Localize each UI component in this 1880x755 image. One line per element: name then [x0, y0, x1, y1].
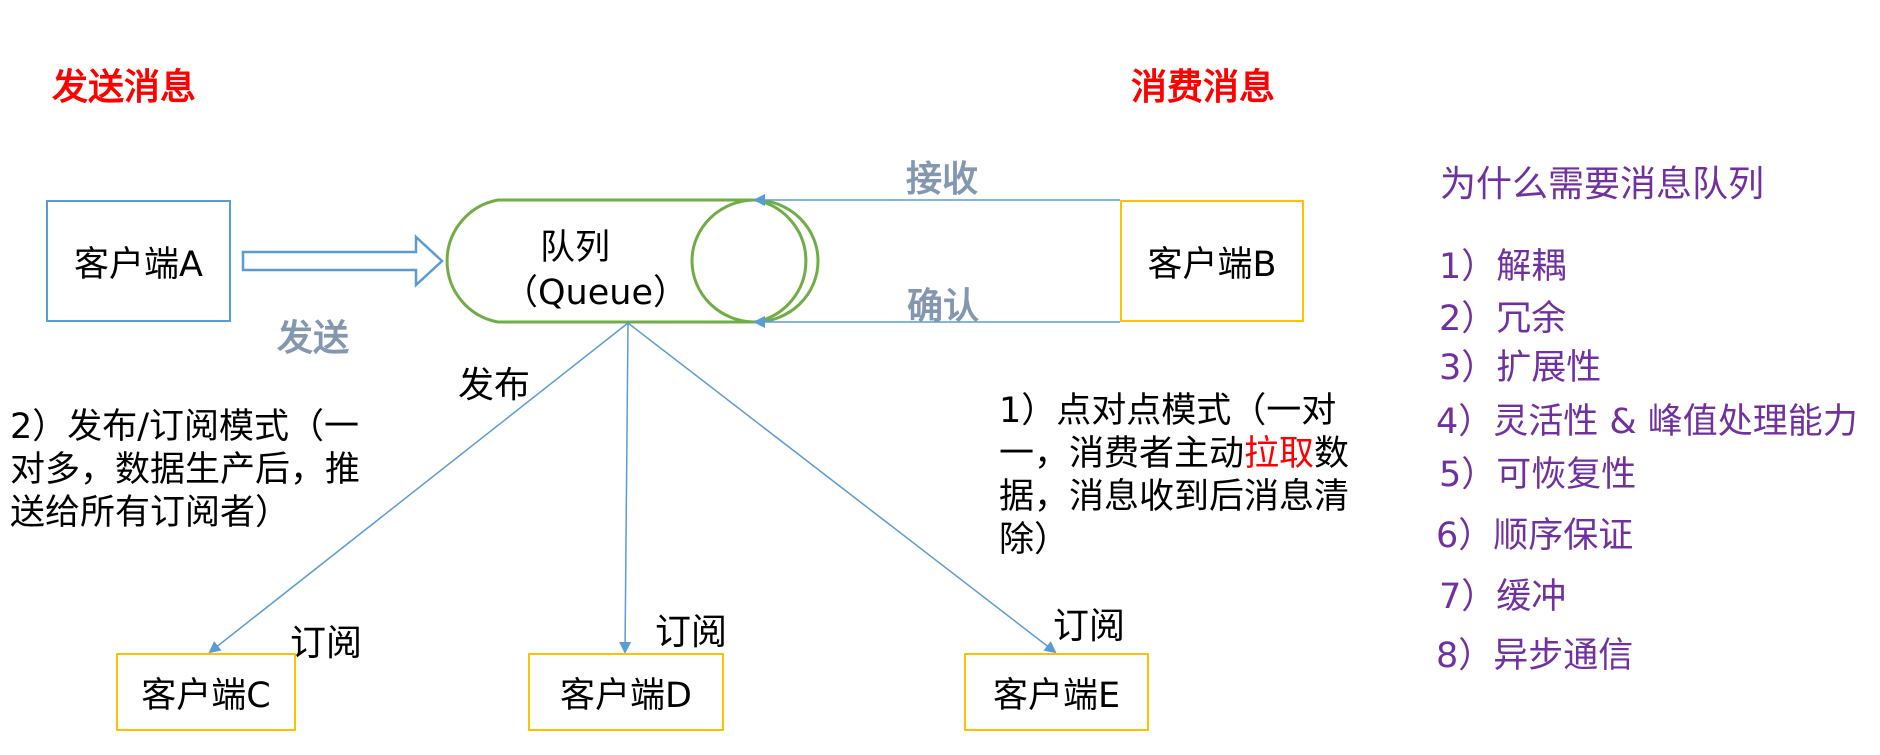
send-messages-title: 发送消息 [52, 67, 197, 108]
publish-line-d [619, 322, 632, 654]
client-c-label: 客户端C [141, 675, 271, 716]
publish-line-c [208, 322, 629, 654]
pubsub-mode-description: 2）发布/订阅模式（一对多，数据生产后，推送给所有订阅者） [10, 407, 361, 533]
consume-messages-title: 消费消息 [1131, 67, 1276, 108]
why-item-7: 7）缓冲 [1439, 577, 1567, 617]
p2p-mode-description: 1）点对点模式（一对一，消费者主动拉取数据，消息收到后消息清除） [999, 390, 1364, 562]
client-e-box: 客户端E [964, 653, 1149, 731]
publish-label: 发布 [458, 365, 531, 406]
subscribe-label-e: 订阅 [1053, 606, 1126, 647]
why-item-1: 1）解耦 [1439, 247, 1567, 287]
why-item-8: 8）异步通信 [1436, 636, 1634, 676]
why-item-2: 2）冗余 [1439, 299, 1567, 339]
why-item-3: 3）扩展性 [1439, 348, 1602, 388]
send-arrow [241, 234, 444, 288]
subscribe-label-c: 订阅 [290, 623, 363, 664]
why-item-6: 6）顺序保证 [1436, 516, 1634, 556]
client-c-box: 客户端C [116, 653, 296, 731]
p2p-text-after: 数据，消息收到后消息清除） [999, 434, 1350, 560]
client-a-label: 客户端A [74, 244, 203, 285]
why-item-4: 4）灵活性 & 峰值处理能力 [1436, 402, 1858, 442]
queue-label: 队列 [540, 228, 611, 268]
client-b-label: 客户端B [1147, 244, 1277, 285]
send-label: 发送 [277, 318, 350, 359]
queue-sublabel: （Queue） [503, 273, 688, 313]
subscribe-label-d: 订阅 [655, 612, 728, 653]
client-e-label: 客户端E [992, 675, 1121, 716]
publish-line-e [627, 322, 1057, 654]
p2p-text-before: 1）点对点模式（一对一，消费者主动 [999, 391, 1337, 474]
client-a-box: 客户端A [46, 200, 231, 322]
p2p-text-highlight: 拉取 [1244, 434, 1315, 474]
queue-end-ellipse [690, 198, 820, 324]
client-b-box: 客户端B [1120, 200, 1304, 322]
receive-label: 接收 [906, 159, 979, 200]
why-item-5: 5）可恢复性 [1439, 455, 1637, 495]
why-heading: 为什么需要消息队列 [1440, 164, 1765, 205]
client-d-label: 客户端D [560, 675, 692, 716]
client-d-box: 客户端D [528, 653, 724, 731]
confirm-label: 确认 [907, 286, 980, 327]
